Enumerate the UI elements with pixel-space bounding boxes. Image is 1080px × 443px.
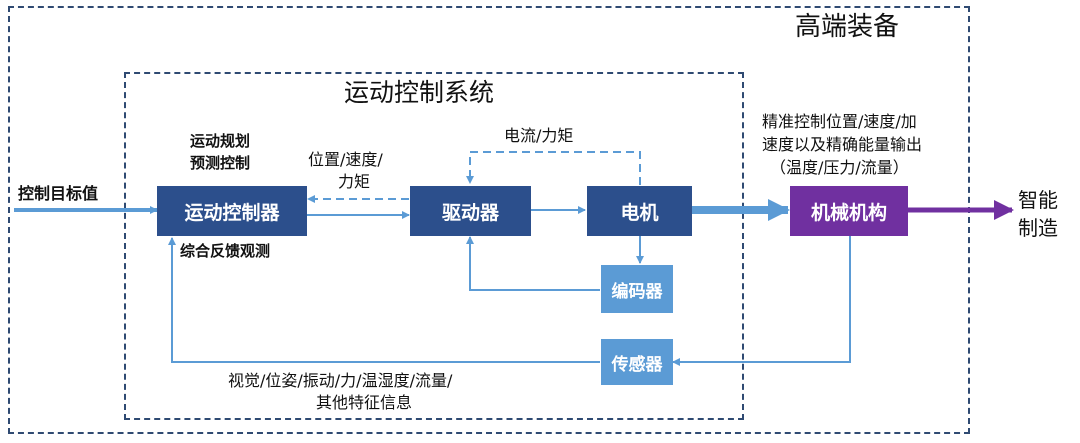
feedback-label: 综合反馈观测 [180, 242, 271, 260]
precise-control-label-line3: （温度/压力/流量） [770, 158, 909, 177]
pos-speed-label-line1: 位置/速度/ [308, 150, 383, 169]
driver-block: 驱动器 [410, 186, 531, 236]
output-label-line2: 制造 [1018, 216, 1058, 240]
current-torque-label: 电流/力矩 [504, 126, 574, 145]
mechanism-to-sensor-arrow [672, 236, 851, 366]
motor-block: 电机 [587, 186, 692, 236]
output-label-line1: 智能 [1018, 188, 1058, 212]
sensing-info-label-line2: 其他特征信息 [316, 393, 413, 412]
motion-control-system-frame [124, 72, 744, 420]
system-frame-title: 运动控制系统 [344, 78, 495, 107]
precise-control-label-line2: 速度以及精确能量输出 [762, 135, 923, 154]
outer-frame-title: 高端装备 [795, 12, 900, 42]
pos-speed-label-line2: 力矩 [338, 172, 371, 191]
mechanical-mechanism-block: 机械机构 [790, 186, 908, 236]
planning-label-line2: 预测控制 [190, 154, 251, 172]
high-end-equipment-frame [8, 6, 970, 434]
sensing-info-label-line1: 视觉/位姿/振动/力/温湿度/流量/ [228, 371, 453, 390]
encoder-to-driver-arrow [466, 236, 600, 291]
current-torque-dashed-loop [466, 151, 641, 185]
precise-control-label-line1: 精准控制位置/速度/加 [762, 112, 917, 131]
input-label: 控制目标值 [18, 184, 99, 203]
sensor-to-controller-arrow [168, 237, 600, 363]
sensor-block: 传感器 [601, 339, 673, 385]
planning-label-line1: 运动规划 [190, 132, 251, 150]
encoder-block: 编码器 [601, 265, 673, 313]
motion-controller-block: 运动控制器 [157, 186, 307, 236]
